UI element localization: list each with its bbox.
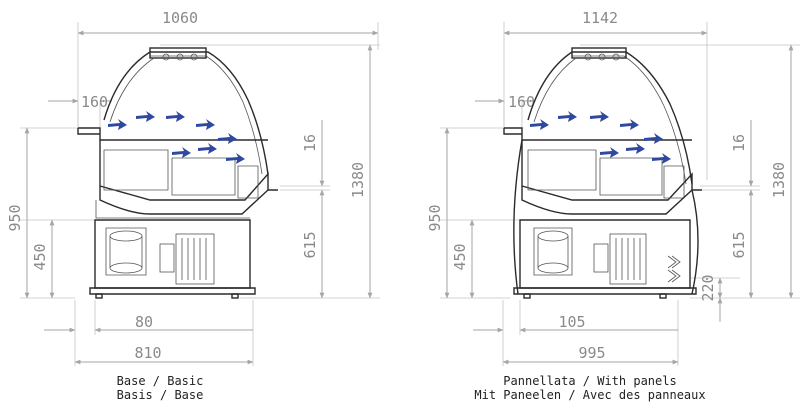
left-airflow-arrow-7 bbox=[198, 143, 217, 154]
right-airflow-arrow-5 bbox=[644, 133, 663, 144]
right-airflow-arrow-6 bbox=[600, 147, 619, 158]
right-airflow-arrow-7 bbox=[626, 143, 645, 154]
left-caption-line2: Basis / Base bbox=[117, 388, 204, 402]
left-dim-base-height-text: 450 bbox=[31, 243, 49, 270]
right-dim-base-height-text: 450 bbox=[451, 243, 469, 270]
right-dim-gap-text: 16 bbox=[730, 134, 748, 152]
right-caption-line1: Pannellata / With panels bbox=[503, 374, 676, 388]
right-dimension-lines bbox=[444, 30, 794, 365]
left-dim-gap-text: 16 bbox=[301, 134, 319, 152]
left-dim-glass-offset-text: 160 bbox=[81, 93, 108, 111]
left-extension-lines bbox=[20, 22, 380, 366]
right-airflow-arrow-3 bbox=[590, 111, 609, 122]
right-dim-shelf-height-text: 615 bbox=[730, 231, 748, 258]
left-airflow-arrow-5 bbox=[218, 133, 237, 144]
left-caption-line1: Base / Basic bbox=[117, 374, 204, 388]
right-dim-total-height-text: 1380 bbox=[770, 162, 788, 198]
right-dim-base-depth-text: 995 bbox=[578, 344, 605, 362]
right-airflow-arrow-8 bbox=[652, 153, 671, 164]
right-dim-foot-inset-text: 105 bbox=[558, 313, 585, 331]
right-airflow-arrow-2 bbox=[558, 111, 577, 122]
left-cabinet bbox=[77, 47, 278, 299]
left-dim-counter-height-text: 950 bbox=[6, 204, 24, 231]
right-airflow-arrow-1 bbox=[530, 119, 549, 130]
left-dim-base-depth-text: 810 bbox=[134, 344, 161, 362]
left-airflow-arrow-3 bbox=[166, 111, 185, 122]
left-dim-total-height-text: 1380 bbox=[349, 162, 367, 198]
left-dim-shelf-height-text: 615 bbox=[301, 231, 319, 258]
left-dim-width-top-text: 1060 bbox=[162, 9, 198, 27]
left-airflow-arrow-4 bbox=[196, 119, 215, 130]
right-dim-counter-height-text: 950 bbox=[426, 204, 444, 231]
left-dim-foot-inset-text: 80 bbox=[135, 313, 153, 331]
right-caption-line2: Mit Paneelen / Avec des panneaux bbox=[474, 388, 705, 402]
right-airflow-arrow-4 bbox=[620, 119, 639, 130]
left-airflow-arrow-6 bbox=[172, 147, 191, 158]
right-dim-panel-height-text: 220 bbox=[699, 274, 717, 301]
right-dim-glass-offset-text: 160 bbox=[508, 93, 535, 111]
left-airflow-arrow-8 bbox=[226, 153, 245, 164]
left-dimension-lines bbox=[24, 30, 379, 365]
right-extension-lines bbox=[440, 22, 800, 366]
left-unit: 1060 160 1380 16 615 950 450 80 810 bbox=[6, 9, 380, 402]
right-unit: 1142 160 1380 16 615 220 950 450 105 995 bbox=[426, 9, 800, 402]
right-dim-width-top-text: 1142 bbox=[582, 9, 618, 27]
left-airflow-arrow-2 bbox=[136, 111, 155, 122]
right-cabinet bbox=[503, 47, 702, 299]
